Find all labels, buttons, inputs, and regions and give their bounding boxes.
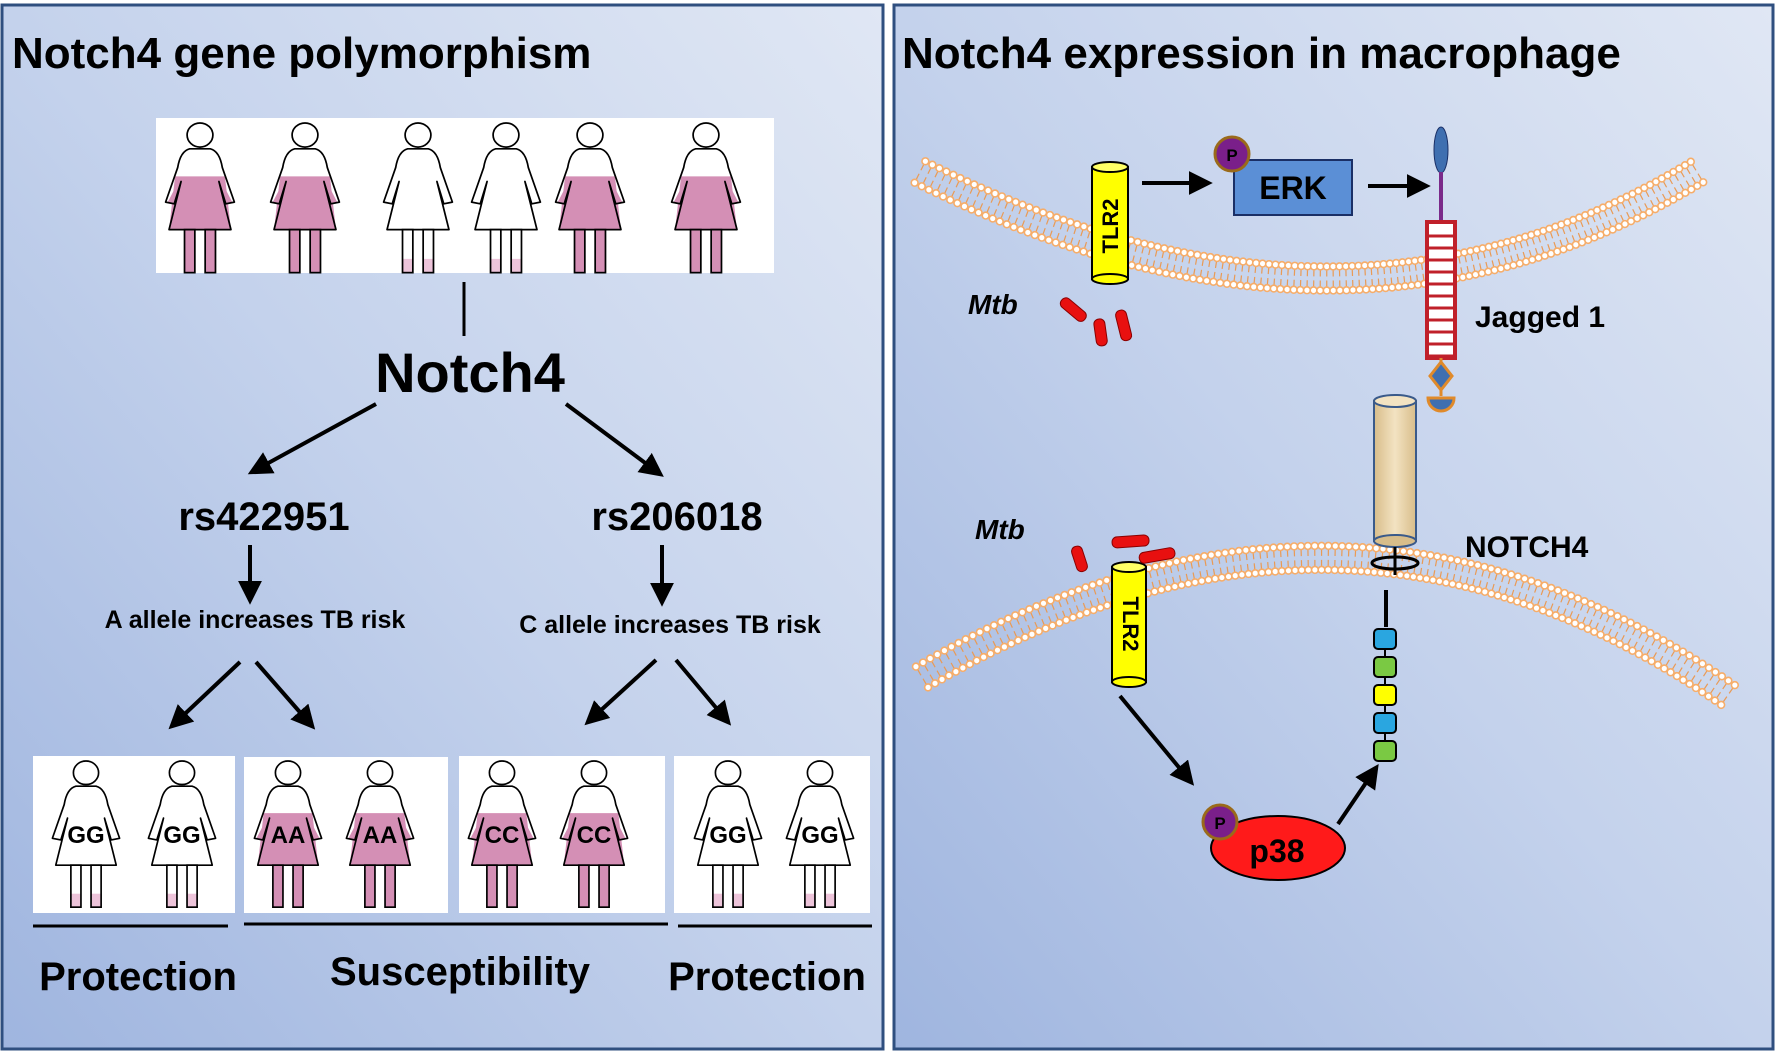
genotype-figures: GG GG AA AA CC CC GG GG	[51, 760, 855, 909]
genotype-person	[253, 760, 323, 909]
p38-phospho-icon	[1201, 803, 1239, 841]
p38-phospho-label: P	[1214, 814, 1225, 833]
genotype-label: AA	[363, 822, 398, 849]
genotype-person	[147, 760, 217, 909]
left-panel-title: Notch4 gene polymorphism	[12, 29, 591, 78]
genotype-label: GG	[801, 822, 838, 849]
p38-label: p38	[1249, 833, 1304, 869]
genotype-box-gg-right	[674, 756, 870, 913]
arrow-tlr2-to-p38	[1118, 694, 1195, 786]
tlr2-bottom-label: TLR2	[1118, 597, 1143, 652]
jagged1-ligand	[1425, 126, 1457, 413]
arrow-right-to-cc	[584, 658, 658, 726]
genotype-box-gg-left	[33, 756, 235, 913]
genotype-label: GG	[67, 822, 104, 849]
snp-left-effect: A allele increases TB risk	[105, 606, 406, 634]
tlr2-bottom: TLR2	[1111, 561, 1147, 688]
snp-left-label: rs422951	[178, 495, 349, 539]
genotype-person	[785, 760, 855, 909]
genotype-person	[51, 760, 121, 909]
genotype-person	[467, 760, 537, 909]
arrow-gene-to-snp-right	[564, 402, 664, 477]
erk-phospho-label: P	[1226, 146, 1237, 165]
population-figures	[164, 122, 742, 274]
cell-membranes	[910, 157, 1740, 710]
notch4-label: NOTCH4	[1465, 531, 1589, 564]
arrow-p38-to-notch4	[1336, 764, 1379, 826]
population-person	[164, 122, 236, 274]
arrow-left-to-gg	[168, 660, 242, 730]
gene-label: Notch4	[375, 341, 565, 404]
snp-right-label: rs206018	[591, 495, 762, 539]
mtb-bottom-bacteria	[1071, 534, 1176, 573]
snp-right-effect: C allele increases TB risk	[519, 611, 821, 639]
genotype-person	[345, 760, 415, 909]
outcome-protection-right: Protection	[668, 955, 866, 999]
tlr2-top-label: TLR2	[1098, 199, 1123, 254]
arrow-left-to-aa	[254, 660, 316, 730]
membrane-top	[910, 157, 1708, 295]
population-person	[382, 122, 454, 274]
mtb-bottom-label: Mtb	[975, 514, 1025, 545]
arrow-gene-to-snp-left	[247, 402, 377, 475]
population-person	[554, 122, 626, 274]
mtb-top-bacteria	[1059, 297, 1133, 347]
notch4-receptor	[1370, 394, 1420, 627]
tlr2-top: TLR2	[1091, 161, 1129, 285]
genotype-label: CC	[485, 822, 520, 849]
genotype-label: GG	[163, 822, 200, 849]
genotype-person	[693, 760, 763, 909]
notch4-intracellular-domain	[1373, 628, 1397, 762]
outcome-protection-left: Protection	[39, 955, 237, 999]
erk-phospho-icon	[1213, 135, 1251, 173]
erk-box	[1233, 159, 1353, 216]
genotype-label: AA	[271, 822, 306, 849]
jagged1-label: Jagged 1	[1475, 301, 1605, 334]
right-panel-title: Notch4 expression in macrophage	[902, 29, 1621, 78]
p38-oval	[1210, 815, 1346, 881]
population-person	[670, 122, 742, 274]
population-person	[269, 122, 341, 274]
population-person	[470, 122, 542, 274]
genotype-person	[559, 760, 629, 909]
genotype-label: CC	[577, 822, 612, 849]
population-box	[156, 118, 774, 273]
mtb-top-label: Mtb	[968, 289, 1018, 320]
genotype-label: GG	[709, 822, 746, 849]
arrow-right-to-gg	[674, 658, 732, 726]
erk-label: ERK	[1259, 170, 1327, 206]
outcome-susceptibility: Susceptibility	[330, 950, 591, 994]
